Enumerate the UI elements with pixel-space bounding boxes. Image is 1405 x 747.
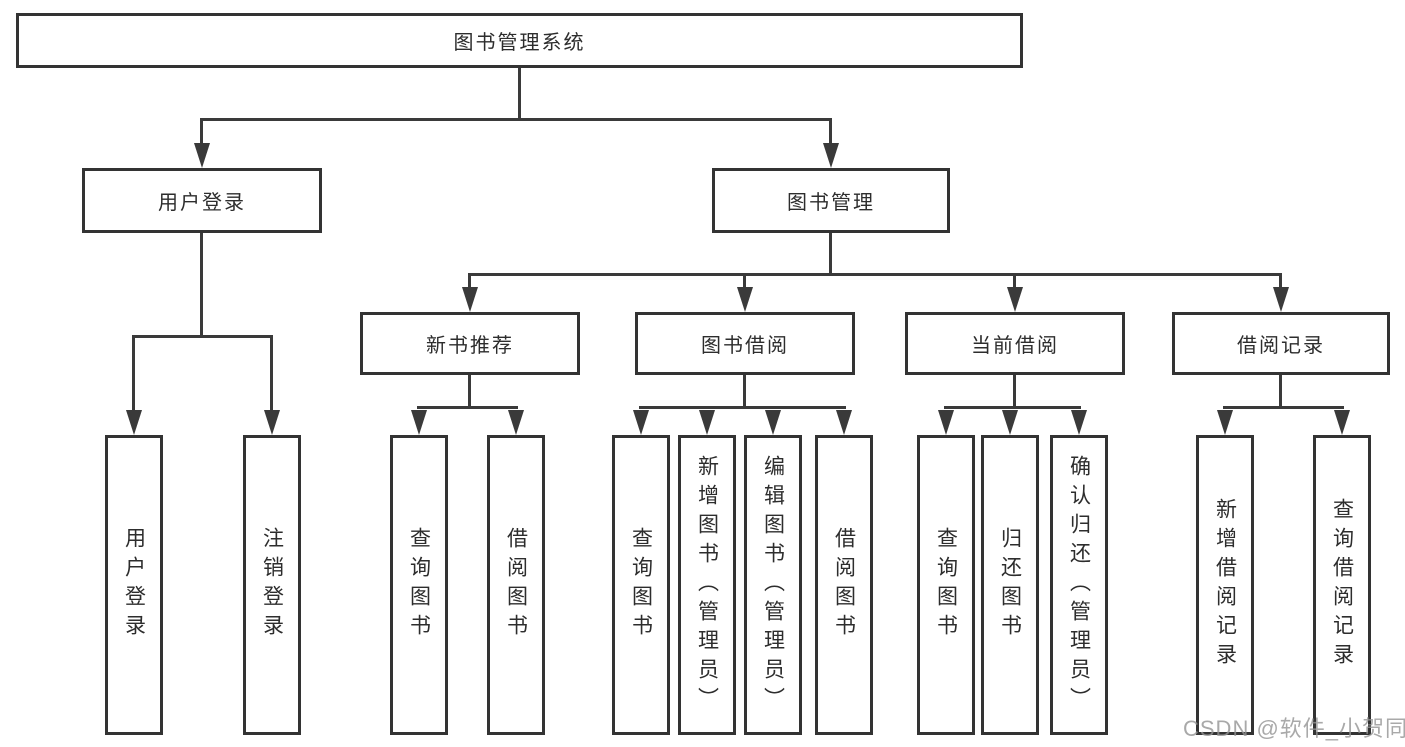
connector-userlogin-vline bbox=[200, 233, 203, 335]
node-label: 借阅记录 bbox=[1237, 335, 1325, 357]
connector-drop-borrow-records bbox=[1279, 276, 1282, 289]
node-label: 归还图书 bbox=[998, 527, 1022, 643]
connector-bookmgmt-vline bbox=[829, 233, 832, 273]
leaf-query-books-borrow: 查询图书 bbox=[612, 435, 670, 735]
arrowhead-down-icon bbox=[1002, 410, 1018, 435]
arrowhead-down-icon bbox=[823, 143, 839, 168]
leaf-logout: 注销登录 bbox=[243, 435, 301, 735]
connector-borrowrecords-hbar bbox=[1223, 406, 1344, 409]
arrowhead-down-icon bbox=[737, 287, 753, 312]
node-label: 确认归还（管理员） bbox=[1067, 454, 1091, 716]
leaf-query-borrow-record: 查询借阅记录 bbox=[1313, 435, 1371, 735]
connector-root-vline bbox=[518, 68, 521, 118]
node-new-book-recommend: 新书推荐 bbox=[360, 312, 580, 375]
node-label: 新增图书（管理员） bbox=[695, 454, 719, 716]
node-book-borrowing: 图书借阅 bbox=[635, 312, 855, 375]
leaf-query-books-recommend: 查询图书 bbox=[390, 435, 448, 735]
node-label: 用户登录 bbox=[122, 527, 146, 643]
arrowhead-down-icon bbox=[194, 143, 210, 168]
arrowhead-down-icon bbox=[1007, 287, 1023, 312]
node-user-login: 用户登录 bbox=[82, 168, 322, 233]
leaf-add-books-admin: 新增图书（管理员） bbox=[678, 435, 736, 735]
leaf-return-books: 归还图书 bbox=[981, 435, 1039, 735]
connector-bookmgmt-hbar bbox=[468, 273, 1282, 276]
node-label: 借阅图书 bbox=[832, 527, 856, 643]
node-label: 查询借阅记录 bbox=[1330, 498, 1354, 672]
node-label: 图书借阅 bbox=[701, 335, 789, 357]
leaf-confirm-return-admin: 确认归还（管理员） bbox=[1050, 435, 1108, 735]
connector-drop-new-book bbox=[468, 276, 471, 289]
node-label: 图书管理系统 bbox=[453, 32, 586, 54]
node-label: 新增借阅记录 bbox=[1213, 498, 1237, 672]
arrowhead-down-icon bbox=[508, 410, 524, 435]
node-label: 图书管理 bbox=[787, 192, 875, 214]
leaf-edit-books-admin: 编辑图书（管理员） bbox=[744, 435, 802, 735]
node-label: 用户登录 bbox=[158, 192, 246, 214]
arrowhead-down-icon bbox=[1217, 410, 1233, 435]
arrowhead-down-icon bbox=[699, 410, 715, 435]
leaf-query-books-current: 查询图书 bbox=[917, 435, 975, 735]
leaf-borrow-books: 借阅图书 bbox=[815, 435, 873, 735]
node-label: 查询图书 bbox=[629, 527, 653, 643]
connector-root-hbar bbox=[200, 118, 832, 121]
arrowhead-down-icon bbox=[462, 287, 478, 312]
node-borrowing-records: 借阅记录 bbox=[1172, 312, 1390, 375]
leaf-borrow-books-recommend: 借阅图书 bbox=[487, 435, 545, 735]
connector-drop-book-borrow bbox=[743, 276, 746, 289]
node-label: 注销登录 bbox=[260, 527, 284, 643]
connector-drop-current-borrow bbox=[1013, 276, 1016, 289]
connector-newbook-hbar bbox=[417, 406, 518, 409]
node-label: 借阅图书 bbox=[504, 527, 528, 643]
connector-drop-user-login bbox=[200, 121, 203, 147]
leaf-user-login: 用户登录 bbox=[105, 435, 163, 735]
node-label: 新书推荐 bbox=[426, 335, 514, 357]
arrowhead-down-icon bbox=[411, 410, 427, 435]
node-label: 编辑图书（管理员） bbox=[761, 454, 785, 716]
connector-newbook-vline bbox=[468, 375, 471, 406]
arrowhead-down-icon bbox=[126, 410, 142, 435]
arrowhead-down-icon bbox=[264, 410, 280, 435]
arrowhead-down-icon bbox=[1273, 287, 1289, 312]
arrowhead-down-icon bbox=[765, 410, 781, 435]
connector-bookborrow-hbar bbox=[639, 406, 846, 409]
connector-borrowrecords-vline bbox=[1279, 375, 1282, 406]
node-book-management: 图书管理 bbox=[712, 168, 950, 233]
arrowhead-down-icon bbox=[938, 410, 954, 435]
csdn-watermark: CSDN @软件_小贺同学 bbox=[1183, 716, 1405, 741]
node-label: 当前借阅 bbox=[971, 335, 1059, 357]
leaf-add-borrow-record: 新增借阅记录 bbox=[1196, 435, 1254, 735]
arrowhead-down-icon bbox=[836, 410, 852, 435]
connector-currentborrow-vline bbox=[1013, 375, 1016, 406]
arrowhead-down-icon bbox=[633, 410, 649, 435]
connector-bookborrow-vline bbox=[743, 375, 746, 406]
node-label: 查询图书 bbox=[407, 527, 431, 643]
arrowhead-down-icon bbox=[1071, 410, 1087, 435]
connector-drop-book-management bbox=[829, 121, 832, 147]
node-current-borrowing: 当前借阅 bbox=[905, 312, 1125, 375]
connector-userlogin-hbar bbox=[132, 335, 273, 338]
connector-currentborrow-hbar bbox=[944, 406, 1081, 409]
node-label: 查询图书 bbox=[934, 527, 958, 643]
node-library-system: 图书管理系统 bbox=[16, 13, 1023, 68]
connector-drop-leaf-user-login bbox=[132, 338, 135, 412]
connector-drop-leaf-logout bbox=[270, 338, 273, 412]
arrowhead-down-icon bbox=[1334, 410, 1350, 435]
